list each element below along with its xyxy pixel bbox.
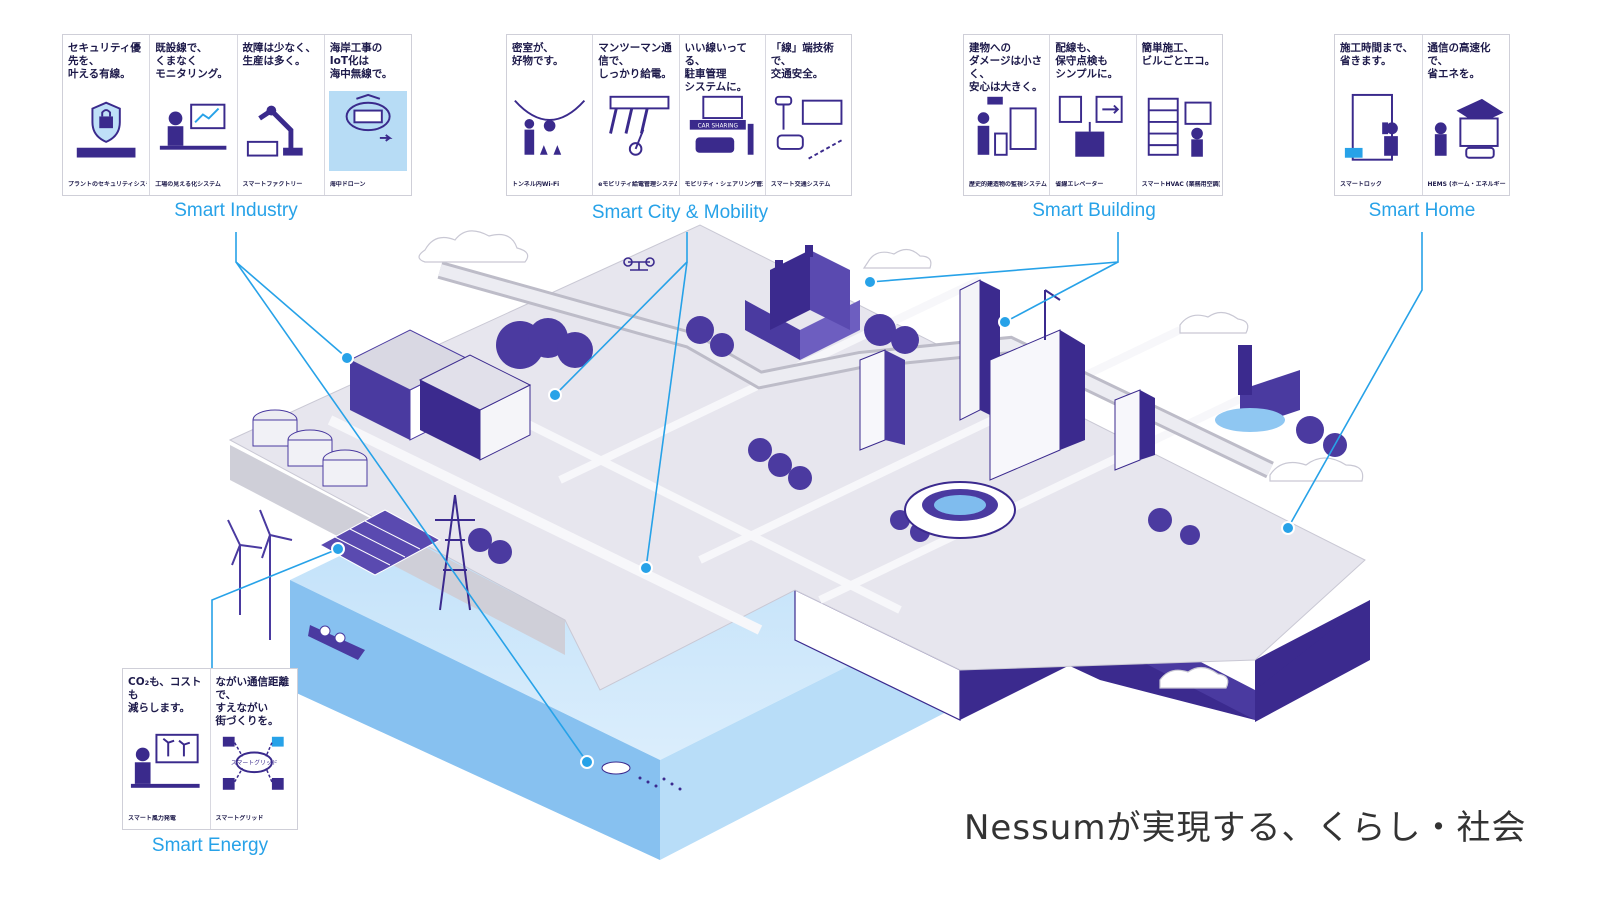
wind-turbines [227,509,293,640]
card-smart-grid: ながい通信距離で、 すえながい 街づくりを。 スマートグリッド スマートグリッド [211,669,298,829]
card-emobility-charging: マンツーマン通信で、 しっかり給電。 eモビリティ給電管理システム [593,35,680,195]
card-caption: 工場の見える化システム [155,181,221,188]
card-text: 故障は少なく、 生産は多く。 [242,42,317,67]
smart-grid-sign: スマートグリッド [230,758,277,766]
card-text: 施工時間まで、 省きます。 [1340,42,1414,67]
card-text: 海岸工事の IoT化は 海中無線で。 [329,42,393,80]
card-smart-lock: 施工時間まで、 省きます。 スマートロック [1335,35,1423,195]
card-text: セキュリティ優先を、 叶える有線。 [68,42,141,80]
car-sharing-sign: CAR SHARING [697,124,737,130]
robot-arm-icon [246,105,303,157]
smart-city-label: Smart City & Mobility [591,202,769,223]
smart-industry-panel: セキュリティ優先を、 叶える有線。 プラントのセキュリティシステム 既設線で、 … [62,34,412,196]
smart-home-panel: 施工時間まで、 省きます。 スマートロック 通信の高速化で、 省エネを。 HEM… [1334,34,1510,196]
card-text: CO₂も、コストも 減らします。 [128,676,202,714]
tunnel-wifi-icon [514,100,586,155]
card-caption: 省線エレベーター [1055,181,1104,188]
skyscrapers [859,279,1155,481]
card-plant-security: セキュリティ優先を、 叶える有線。 プラントのセキュリティシステム [63,35,151,195]
smart-grid-icon: スマートグリッド [222,736,284,790]
traffic-signal-icon [774,95,844,160]
card-text: 配線も、 保守点検も シンプルに。 [1055,42,1119,80]
card-text: マンツーマン通信で、 しっかり給電。 [598,42,672,80]
card-text: 簡単施工、 ビルごとエコ。 [1141,42,1216,67]
card-caption: 海中ドローン [329,181,366,188]
castle [745,245,860,360]
card-caption: スマート風力発電 [128,815,176,822]
card-car-sharing: いい線いってる、 駐車管理 システムに。 CAR SHARING モビリティ・シ… [680,35,766,195]
card-text: いい線いってる、 駐車管理 システムに。 [684,42,748,93]
connector-dots [331,275,1295,769]
power-tower [435,494,475,611]
clouds [418,230,1364,689]
drone [623,257,655,271]
tree-clusters [468,314,1347,564]
monitoring-desk-icon [160,103,227,150]
card-caption: eモビリティ給電管理システム [598,181,677,188]
smart-lock-icon [1344,93,1398,161]
card-smart-hvac: 簡単施工、 ビルごとエコ。 スマートHVAC (業務用空調) [1137,35,1222,195]
card-smart-wind: CO₂も、コストも 減らします。 スマート風力発電 [123,669,211,829]
card-text: 建物への ダメージは小さく、 安心は大きく。 [969,42,1043,93]
card-caption: スマートファクトリー [242,181,303,188]
card-tunnel-wifi: 密室が、 好物です。 トンネル内Wi-Fi [507,35,594,195]
card-caption: スマートロック [1340,181,1382,188]
card-text: ながい通信距離で、 すえながい 街づくりを。 [215,676,290,727]
hvac-building-icon [1147,97,1212,157]
card-elevator: 配線も、 保守点検も シンプルに。 省線エレベーター [1050,35,1137,195]
camera-monitor-icon [977,96,1037,156]
card-caption: 歴史的建造物の監視システム [969,181,1047,188]
card-caption: スマートグリッド [215,815,264,822]
church [1215,345,1300,432]
card-text: 「線」端技術で、 交通安全。 [770,42,834,80]
card-underwater-drone: 海岸工事の IoT化は 海中無線で。 海中ドローン [325,35,411,195]
card-caption: HEMS (ホーム・エネルギー・マネジメント・システム) [1427,181,1508,188]
card-text: 既設線で、 くまなく モニタリング。 [155,42,228,80]
card-caption: プラントのセキュリティシステム [68,181,147,188]
smart-building-panel: 建物への ダメージは小さく、 安心は大きく。 歴史的建造物の監視システム 配線も… [963,34,1223,196]
cargo-ship [308,625,365,660]
stadium [904,481,1016,539]
smart-city-panel: 密室が、 好物です。 トンネル内Wi-Fi マンツーマン通信で、 しっかり給電。… [506,34,852,196]
card-factory-visualization: 既設線で、 くまなく モニタリング。 工場の見える化システム [150,35,238,195]
card-heritage-monitoring: 建物への ダメージは小さく、 安心は大きく。 歴史的建造物の監視システム [964,35,1051,195]
smart-industry-label: Smart Industry [174,200,298,221]
underwater-drone-icon [328,91,407,171]
connector-lines [211,232,1423,763]
card-caption: スマートHVAC (業務用空調) [1141,181,1220,188]
elevator-icon [1059,95,1123,157]
wind-monitor-icon [130,733,200,788]
card-hems: 通信の高速化で、 省エネを。 HEMS (ホーム・エネルギー・マネジメント・シス… [1423,35,1510,195]
security-lock-icon [76,101,136,158]
card-caption: トンネル内Wi-Fi [512,181,560,188]
smart-home-label: Smart Home [1368,200,1476,221]
card-smart-traffic: 「線」端技術で、 交通安全。 スマート交通システム [766,35,851,195]
smart-energy-panel: CO₂も、コストも 減らします。 スマート風力発電 ながい通信距離で、 すえなが… [122,668,298,830]
card-text: 密室が、 好物です。 [512,42,564,67]
smart-building-label: Smart Building [1032,200,1156,221]
card-caption: モビリティ・シェアリング管理システム [684,181,763,188]
solar-field [318,509,442,576]
card-text: 通信の高速化で、 省エネを。 [1427,42,1491,80]
factory-buildings [252,329,532,487]
solar-house-icon [1434,98,1504,159]
underwater-drone [601,761,682,791]
smart-energy-label: Smart Energy [151,835,269,856]
card-smart-factory: 故障は少なく、 生産は多く。 スマートファクトリー [238,35,325,195]
car-sharing-icon: CAR SHARING [689,95,754,155]
page-title: Nessumが実現する、くらし・社会 [964,808,1527,848]
card-caption: スマート交通システム [770,181,831,188]
scooter-charging-icon [609,95,670,156]
